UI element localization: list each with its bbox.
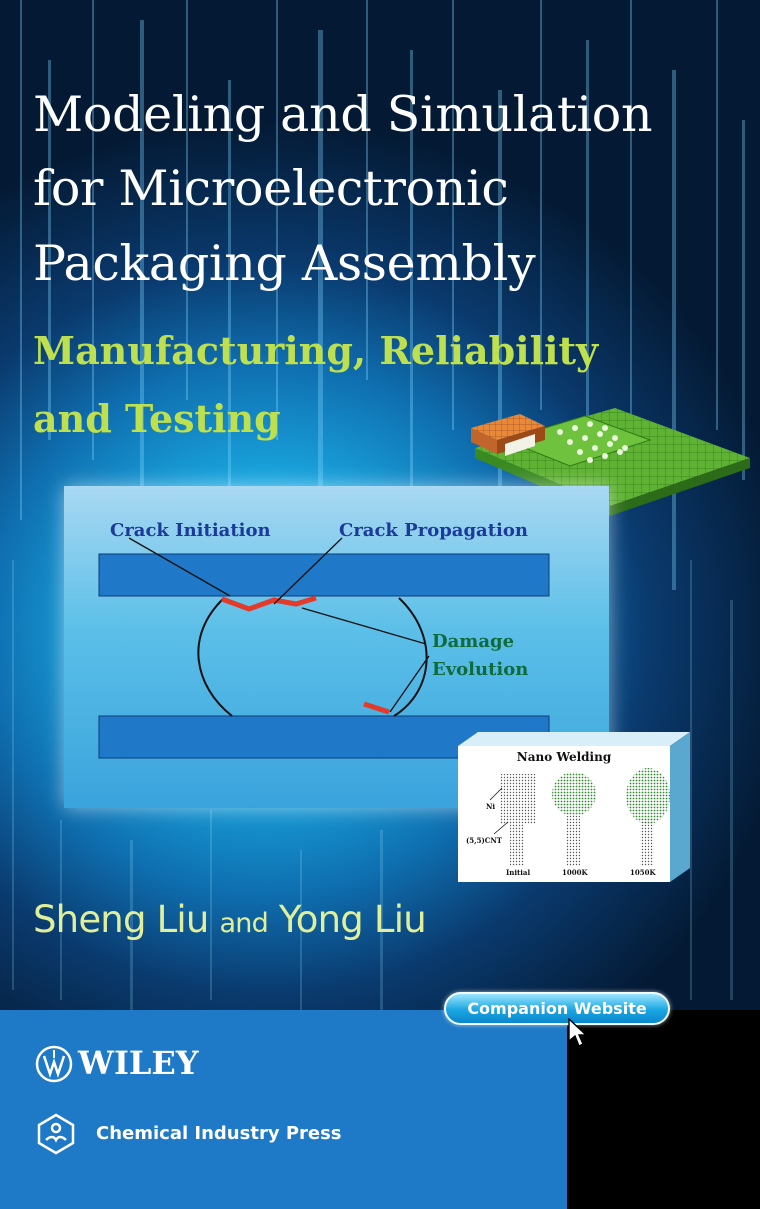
crack-propagation-label: Crack Propagation xyxy=(339,520,528,541)
nano-welding-title: Nano Welding xyxy=(516,750,612,764)
inset-top-face xyxy=(458,732,690,746)
chemical-industry-press-text: Chemical Industry Press xyxy=(96,1123,342,1144)
companion-website-button[interactable]: Companion Website xyxy=(444,992,670,1025)
authors: Sheng Liu and Yong Liu xyxy=(33,898,427,941)
package-mesh-model xyxy=(471,408,750,516)
author-1: Sheng Liu xyxy=(33,898,209,941)
black-corner-panel xyxy=(567,1010,760,1209)
evolution-label: Evolution xyxy=(432,659,529,680)
inset-front-face: Nano Welding Ni (5,5)CNT Initial 1000K 1… xyxy=(458,746,670,882)
author-2: Yong Liu xyxy=(278,898,427,941)
chemical-industry-press-icon xyxy=(37,1113,75,1155)
wiley-wordmark: WILEY xyxy=(78,1044,199,1082)
background-streaks xyxy=(12,0,745,1010)
crack-initiation-label: Crack Initiation xyxy=(110,520,271,541)
ni-label: Ni xyxy=(486,802,496,811)
damage-label: Damage xyxy=(432,631,515,652)
publisher-band xyxy=(0,1010,567,1209)
book-subtitle: Manufacturing, Reliability and Testing xyxy=(33,328,599,441)
wiley-seal-icon xyxy=(35,1045,73,1083)
nano-welding-inset: Nano Welding Ni (5,5)CNT Initial 1000K 1… xyxy=(458,732,690,882)
inset-side-face xyxy=(670,732,690,882)
book-title: Modeling and Simulation for Microelectro… xyxy=(33,86,653,292)
cnt-label: (5,5)CNT xyxy=(466,836,502,845)
author-conjunction: and xyxy=(219,908,269,939)
initial-label: Initial xyxy=(506,868,531,877)
1000k-label: 1000K xyxy=(562,868,588,877)
pointer-cursor-icon xyxy=(568,1018,588,1047)
1050k-label: 1050K xyxy=(630,868,656,877)
